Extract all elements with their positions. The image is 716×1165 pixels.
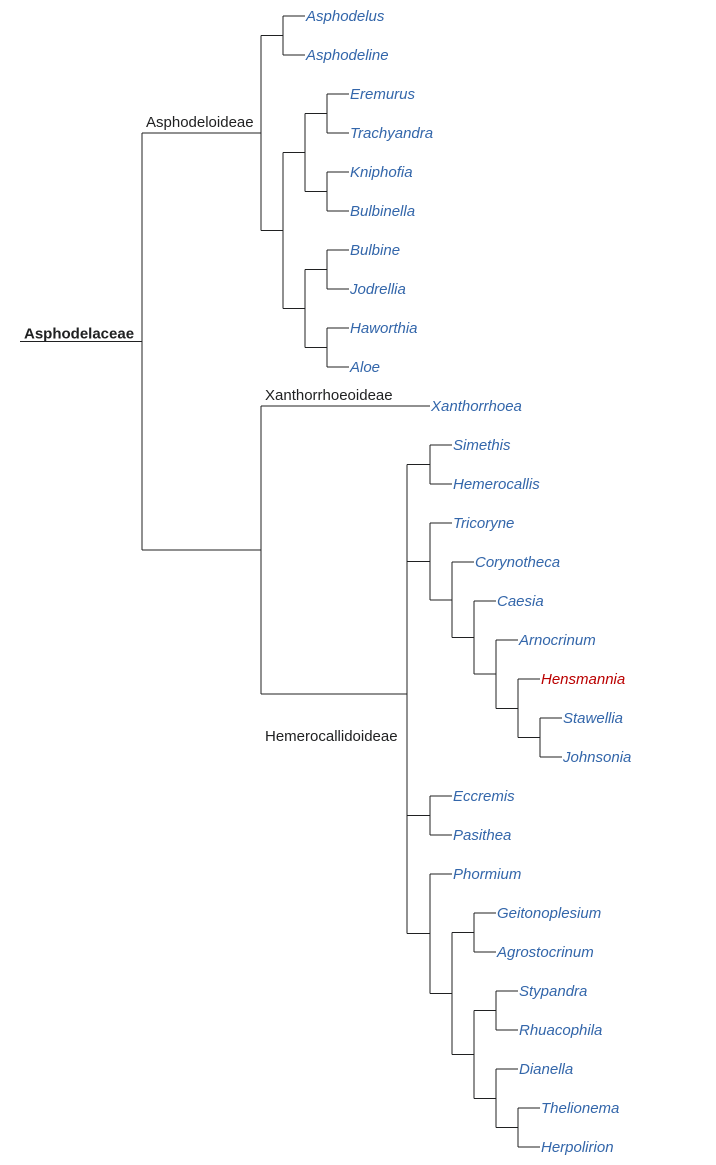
taxon-label-hensmannia: Hensmannia [541,671,625,688]
taxon-label-eccremis: Eccremis [453,788,515,805]
taxon-label-xanthorrhoea: Xanthorrhoea [430,398,522,415]
taxon-label-aloe: Aloe [349,359,380,376]
taxon-label-caesia: Caesia [497,593,544,610]
taxon-label-bulbine: Bulbine [350,242,400,259]
clade-label-asphodeloideae: Asphodeloideae [146,114,254,131]
taxon-label-dianella: Dianella [519,1061,573,1078]
taxon-label-stypandra: Stypandra [519,983,587,1000]
taxon-label-agrostocrinum: Agrostocrinum [496,944,594,961]
taxon-label-bulbinella: Bulbinella [350,203,415,220]
taxon-label-pasithea: Pasithea [453,827,511,844]
taxon-label-rhuacophila: Rhuacophila [519,1022,602,1039]
taxon-label-jodrellia: Jodrellia [349,281,406,298]
taxon-label-arnocrinum: Arnocrinum [518,632,596,649]
root-label: Asphodelaceae [24,325,134,342]
taxon-label-stawellia: Stawellia [563,710,623,727]
clade-label-hemerocallidoideae: Hemerocallidoideae [265,728,398,745]
taxon-label-tricoryne: Tricoryne [453,515,514,532]
taxon-label-haworthia: Haworthia [350,320,418,337]
taxon-label-eremurus: Eremurus [350,86,416,103]
taxon-label-herpolirion: Herpolirion [541,1139,614,1156]
taxon-label-corynotheca: Corynotheca [475,554,560,571]
clade-label-xanthorrhoeoideae: Xanthorrhoeoideae [265,387,393,404]
taxon-label-hemerocallis: Hemerocallis [453,476,540,493]
taxon-label-geitonoplesium: Geitonoplesium [497,905,601,922]
taxon-label-asphodeline: Asphodeline [305,47,389,64]
taxon-label-johnsonia: Johnsonia [562,749,631,766]
taxon-label-kniphofia: Kniphofia [350,164,413,181]
taxon-label-simethis: Simethis [453,437,511,454]
taxon-label-trachyandra: Trachyandra [350,125,433,142]
taxon-label-phormium: Phormium [453,866,521,883]
taxon-label-asphodelus: Asphodelus [305,8,385,25]
taxon-label-thelionema: Thelionema [541,1100,619,1117]
